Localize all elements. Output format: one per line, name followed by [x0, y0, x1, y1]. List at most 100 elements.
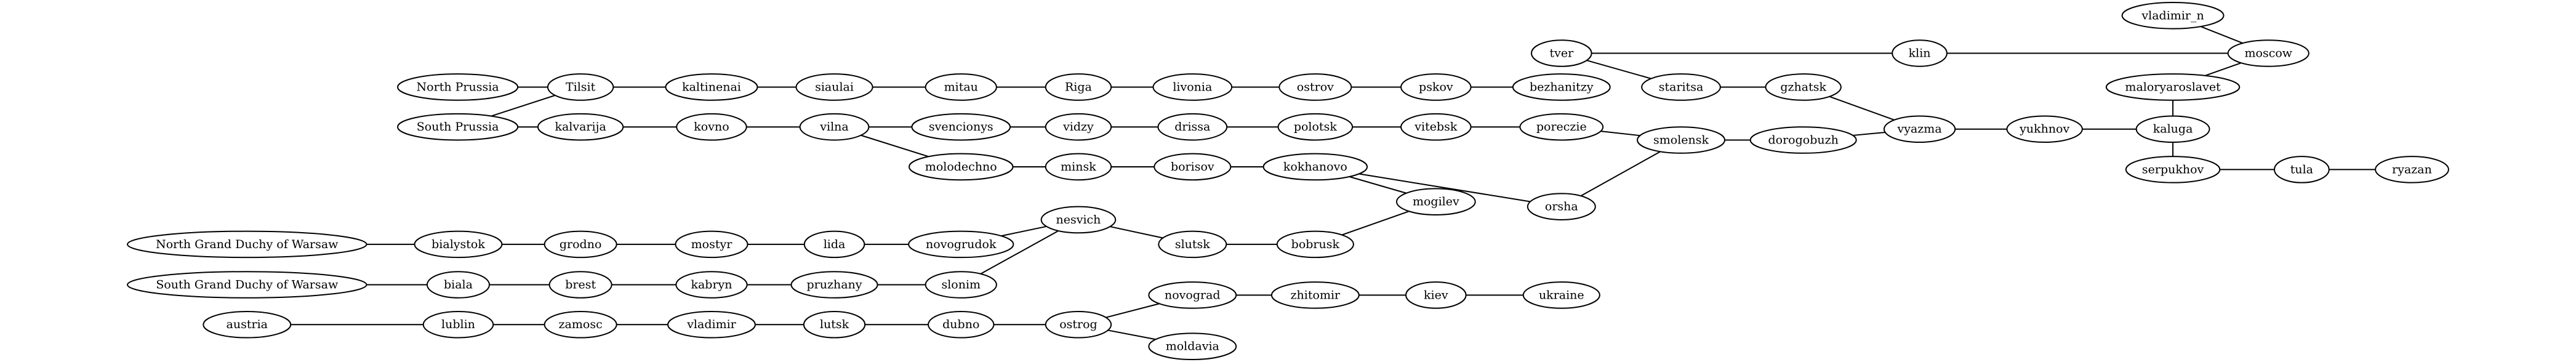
node-ostrog: ostrog — [1045, 310, 1112, 339]
node-label: kaltinenai — [682, 80, 741, 94]
node-polotsk: polotsk — [1277, 113, 1354, 141]
node-ellipse — [1148, 281, 1237, 309]
node-ellipse — [1158, 230, 1227, 259]
node-label: siaulai — [815, 80, 854, 94]
node-label: gzhatsk — [1780, 80, 1826, 94]
node-ellipse — [1040, 206, 1117, 234]
node-klin: klin — [1892, 39, 1948, 67]
node-poreczie: poreczie — [1519, 113, 1604, 141]
node-label: kabryn — [691, 278, 732, 292]
node-label: smolensk — [1653, 133, 1709, 147]
edge-ostrog-novograd — [1105, 303, 1160, 318]
node-ellipse — [909, 153, 1014, 181]
node-ellipse — [1400, 113, 1472, 141]
node-vladimir: vladimir — [667, 310, 756, 339]
node-label: slonim — [941, 278, 981, 292]
node-vidzy: vidzy — [1045, 113, 1112, 141]
node-label: South Grand Duchy of Warsaw — [156, 278, 339, 292]
node-label: vidzy — [1062, 120, 1094, 134]
edge-dorogobuzh-vyazma — [1853, 131, 1885, 136]
node-ellipse — [911, 113, 1011, 141]
node-tula: tula — [2274, 156, 2330, 183]
edge-nesvich-slutsk — [1110, 226, 1163, 239]
node-ellipse — [1405, 281, 1467, 309]
node-label: minsk — [1061, 160, 1096, 174]
node-label: ostrov — [1297, 80, 1334, 94]
node-ellipse — [2006, 115, 2083, 143]
node-label: ostrog — [1059, 318, 1097, 331]
node-south-prussia: South Prussia — [397, 113, 519, 141]
node-label: lutsk — [820, 318, 849, 331]
node-label: vyazma — [1897, 123, 1942, 136]
node-kovno: kovno — [676, 113, 747, 141]
node-bezhanitzy: bezhanitzy — [1512, 73, 1611, 101]
node-label: bobrusk — [1291, 238, 1340, 251]
node-ellipse — [544, 310, 617, 339]
node-label: ukraine — [1539, 288, 1584, 302]
node-ellipse — [1637, 126, 1725, 154]
node-lutsk: lutsk — [803, 310, 866, 339]
node-ellipse — [1400, 73, 1472, 101]
node-ellipse — [795, 73, 873, 101]
node-ellipse — [1892, 39, 1948, 67]
node-label: pskov — [1419, 80, 1453, 94]
node-ellipse — [1527, 193, 1596, 220]
node-vitebsk: vitebsk — [1400, 113, 1472, 141]
node-label: serpukhov — [2142, 163, 2204, 176]
node-siaulai: siaulai — [795, 73, 873, 101]
node-ellipse — [1641, 73, 1721, 101]
node-mostyr: mostyr — [675, 230, 748, 259]
node-ellipse — [1531, 39, 1592, 67]
node-lida: lida — [803, 230, 865, 259]
node-ellipse — [908, 230, 1014, 259]
node-label: lida — [824, 238, 846, 251]
node-ellipse — [1522, 281, 1600, 309]
node-slutsk: slutsk — [1158, 230, 1227, 259]
node-novograd: novograd — [1148, 281, 1237, 309]
node-kabryn: kabryn — [675, 271, 748, 299]
node-ellipse — [397, 113, 519, 141]
node-label: Riga — [1065, 80, 1092, 94]
node-ellipse — [803, 230, 865, 259]
node-label: tver — [1549, 46, 1574, 60]
node-vladimir-n: vladimir_n — [2121, 2, 2225, 30]
node-ellipse — [426, 271, 491, 299]
node-nesvich: nesvich — [1040, 206, 1117, 234]
node-biala: biala — [426, 271, 491, 299]
node-kalvarija: kalvarija — [537, 113, 624, 141]
node-label: South Prussia — [417, 120, 499, 134]
node-label: austria — [227, 318, 268, 331]
graph-edges — [291, 26, 2376, 340]
node-label: vilna — [819, 120, 848, 134]
node-ellipse — [1045, 113, 1112, 141]
node-minsk: minsk — [1045, 153, 1112, 181]
node-ellipse — [676, 113, 747, 141]
node-ellipse — [2227, 39, 2309, 67]
node-yukhnov: yukhnov — [2006, 115, 2083, 143]
edge-novogrudok-nesvich — [1001, 225, 1047, 237]
node-label: bialystok — [431, 238, 485, 251]
node-dubno: dubno — [928, 310, 995, 339]
node-ellipse — [1883, 115, 1956, 143]
node-label: kiev — [1424, 288, 1448, 302]
node-brest: brest — [548, 271, 612, 299]
node-label: dubno — [942, 318, 979, 331]
node-smolensk: smolensk — [1637, 126, 1725, 154]
node-label: grodno — [560, 238, 602, 251]
node-north-prussia: North Prussia — [397, 73, 519, 101]
node-bobrusk: bobrusk — [1276, 230, 1354, 259]
node-label: mogilev — [1413, 195, 1459, 209]
node-ellipse — [397, 73, 519, 101]
edge-tver-staritsa — [1586, 60, 1651, 79]
node-label: Tilsit — [566, 80, 596, 94]
edge-vilna-molodechno — [861, 134, 929, 158]
node-label: maloryaroslavet — [2125, 80, 2221, 94]
node-pruzhany: pruzhany — [790, 271, 878, 299]
node-ellipse — [1765, 73, 1842, 101]
node-ellipse — [928, 310, 995, 339]
node-label: lublin — [441, 318, 475, 331]
node-label: dorogobuzh — [1768, 133, 1838, 147]
node-vilna: vilna — [799, 113, 870, 141]
